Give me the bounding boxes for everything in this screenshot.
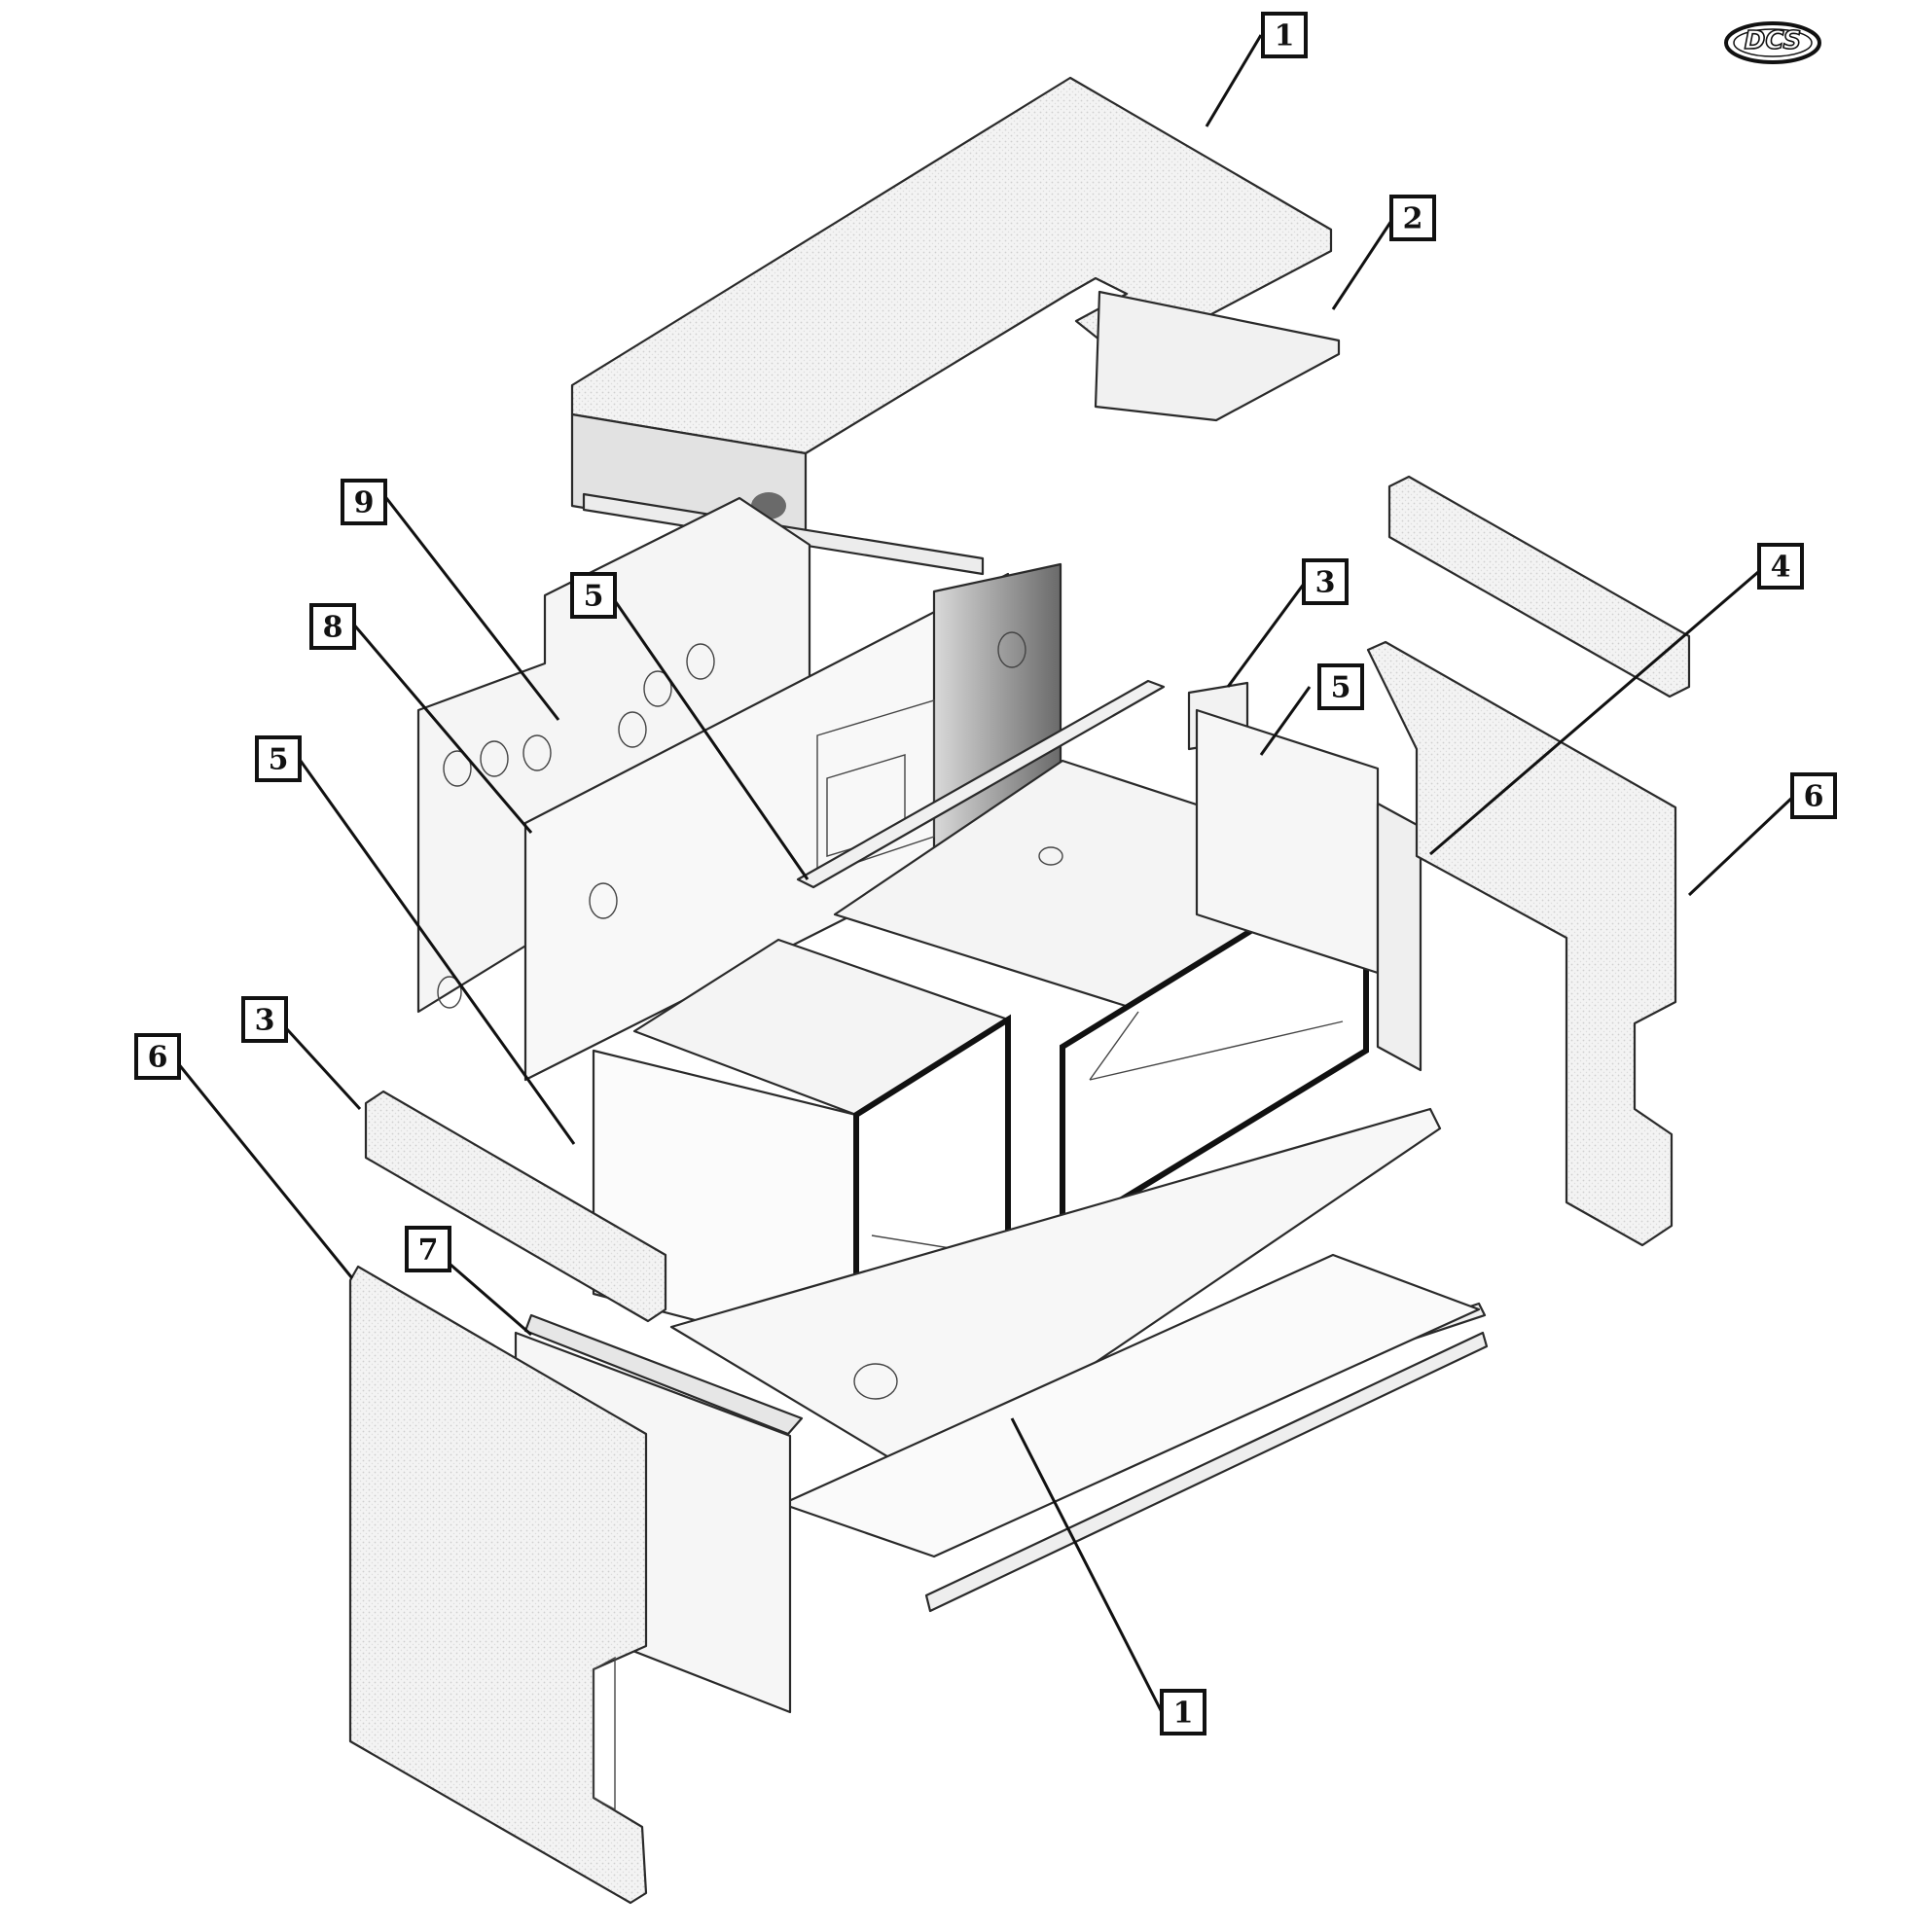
left-trim-strip (364, 1090, 667, 1323)
callout-5-left: 5 (255, 735, 302, 782)
callout-3-left: 3 (241, 996, 288, 1043)
right-top-strip (1387, 475, 1691, 698)
callout-label: 3 (255, 1004, 275, 1038)
callout-label: 5 (584, 580, 604, 614)
callout-1-top: 1 (1261, 12, 1308, 58)
logo-text: DCS (1745, 26, 1801, 55)
dcs-logo: DCS (1724, 21, 1821, 64)
callout-6-left: 6 (134, 1033, 181, 1080)
callout-label: 1 (1275, 19, 1295, 54)
callout-4: 4 (1757, 543, 1804, 590)
callout-label: 9 (354, 486, 375, 520)
callout-label: 6 (148, 1041, 168, 1075)
callout-label: 6 (1804, 780, 1824, 814)
right-inner-panel (1195, 708, 1422, 1072)
callout-7: 7 (405, 1226, 451, 1272)
callout-label: 5 (269, 743, 289, 777)
left-side-panel (348, 1265, 648, 1905)
divider-strip (796, 679, 1166, 889)
rear-panel (416, 496, 811, 1014)
callout-label: 7 (418, 1234, 439, 1268)
callout-5-center: 5 (570, 572, 617, 619)
top-panel (570, 76, 1333, 547)
callout-1-bottom: 1 (1160, 1689, 1206, 1735)
callout-label: 2 (1403, 202, 1423, 236)
callout-label: 5 (1331, 671, 1351, 705)
callout-9: 9 (341, 479, 387, 525)
callout-6-right: 6 (1790, 772, 1837, 819)
callout-label: 1 (1173, 1697, 1194, 1731)
callout-3-right: 3 (1302, 558, 1349, 605)
callout-5-right: 5 (1317, 663, 1364, 710)
callout-8: 8 (309, 603, 356, 650)
callout-label: 8 (323, 611, 343, 645)
callout-label: 4 (1771, 551, 1791, 585)
right-side-panel (1366, 640, 1677, 1247)
callout-2: 2 (1389, 195, 1436, 241)
base-tray (669, 1107, 1489, 1613)
callout-label: 3 (1315, 566, 1336, 600)
